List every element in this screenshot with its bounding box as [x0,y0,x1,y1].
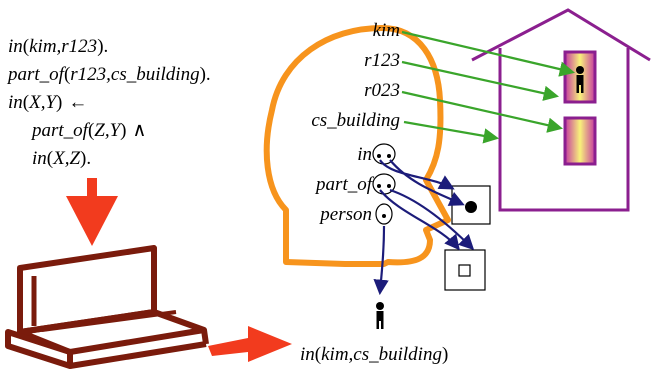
rule-body-1: part_of(Z,Y)∧ [30,120,146,141]
symbol-part-of: part_of [314,174,375,195]
relation-box-part-of [444,249,486,291]
relation-box-in [451,185,491,225]
rule-body-2: in(X,Z). [32,148,91,169]
symbol-in: in [357,144,372,165]
argument-slots [372,143,396,225]
person-icon [576,66,584,93]
reference-arrows [401,30,575,144]
house-icon [471,8,651,212]
symbol-kim: kim [373,20,400,41]
fact-in: in(kim,r123). [8,36,108,57]
symbol-r123: r123 [364,50,400,71]
argument-dots [377,154,391,218]
interpretation-arrows [373,159,475,296]
red-arrow-right-icon [208,326,292,362]
symbol-person: person [318,204,372,225]
laptop-icon [5,245,209,369]
mind-symbols: kim r123 r023 cs_building in part_of per… [311,20,400,225]
room-r123 [563,50,597,104]
conclusion: in(kim,cs_building) [300,344,448,365]
symbol-cs-building: cs_building [311,110,400,131]
red-arrow-down-icon [66,178,118,246]
fact-part-of: part_of(r123,cs_building). [6,64,211,85]
rule-head: in(X,Y)← [8,92,87,113]
program-listing: in(kim,r123). part_of(r123,cs_building).… [6,36,211,169]
head-silhouette-icon [263,25,451,267]
room-r023 [563,116,597,166]
symbol-r023: r023 [364,80,400,101]
person-icon [376,302,384,329]
